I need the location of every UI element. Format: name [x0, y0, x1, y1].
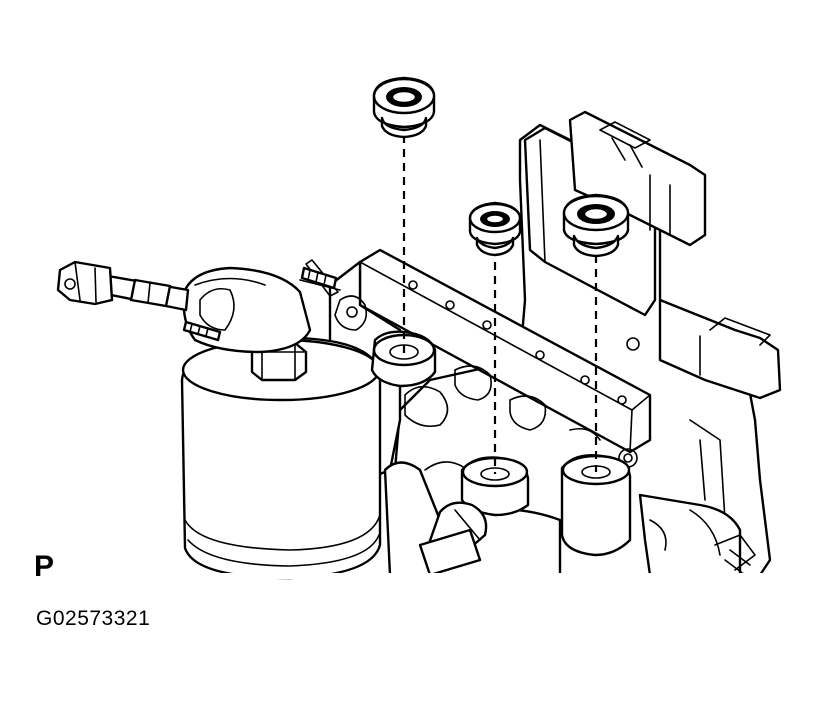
lower-casting [370, 330, 756, 577]
plug-3 [562, 193, 630, 258]
view-label: P [34, 550, 55, 583]
pump-motor [56, 260, 338, 354]
plug-1 [372, 76, 436, 139]
alignment-lines [402, 135, 598, 474]
accumulator-canister [180, 336, 382, 580]
plug-2 [468, 201, 522, 257]
figure-id: G02573321 [36, 607, 151, 630]
